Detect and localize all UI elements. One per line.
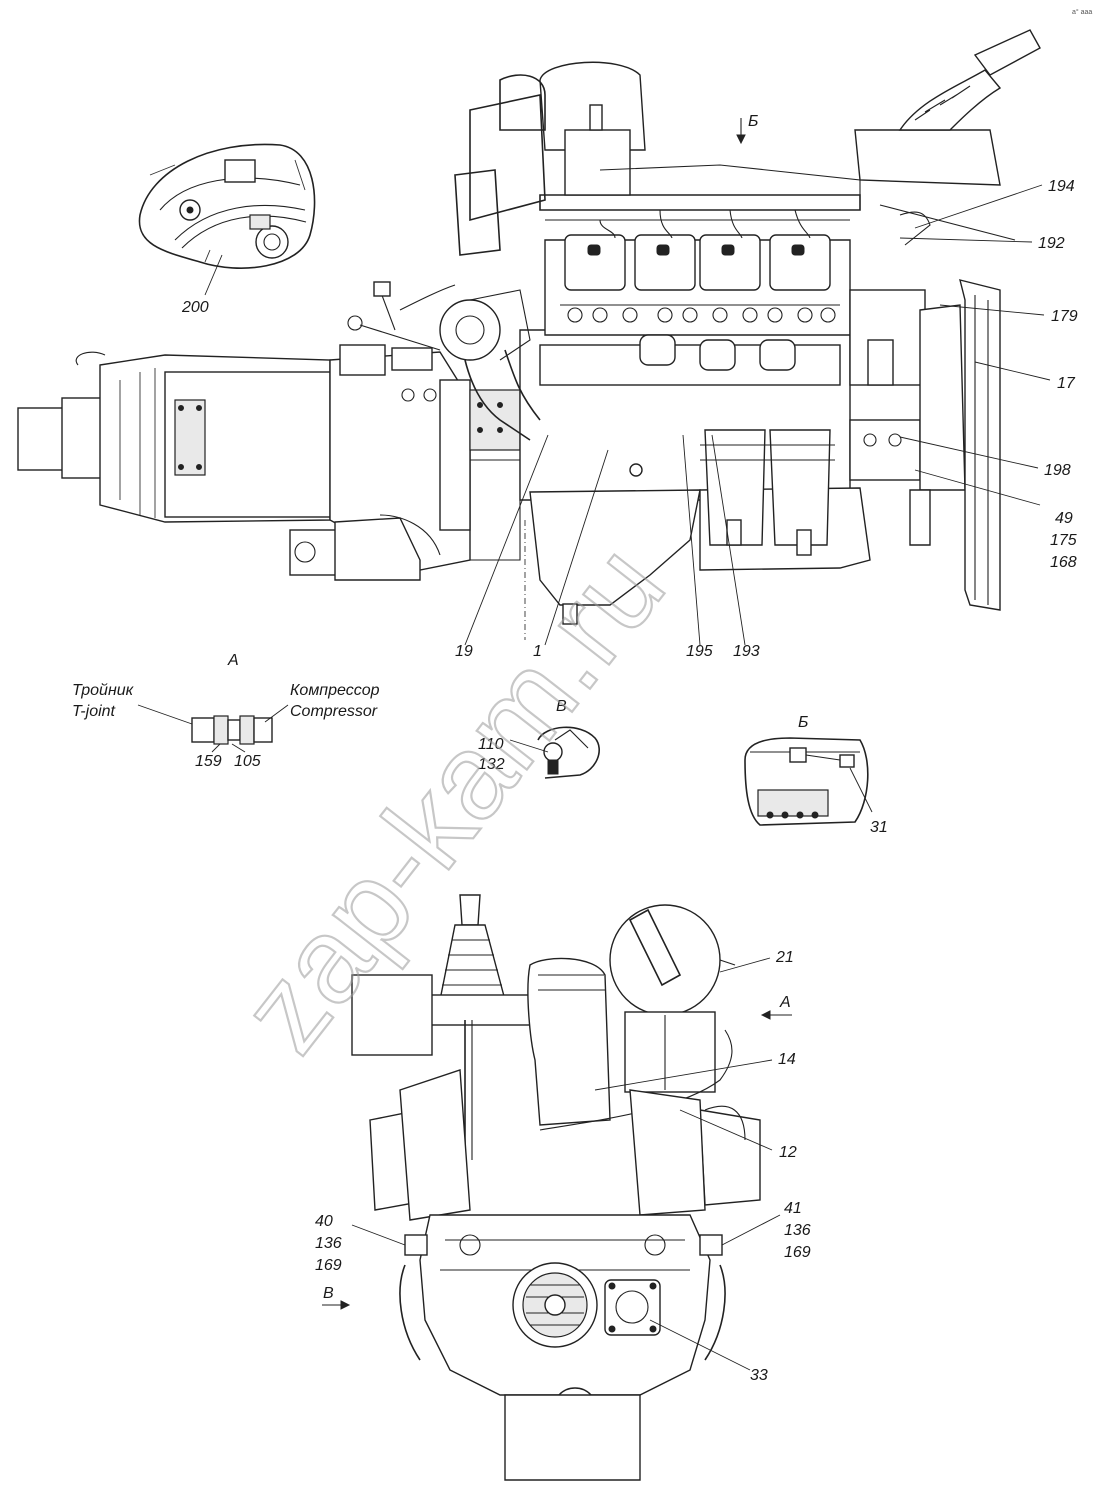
turbocharger	[439, 299, 501, 361]
label-195: 195	[686, 643, 713, 660]
fan-shroud	[959, 279, 1001, 611]
label-168: 168	[1050, 554, 1077, 571]
tee-label-en: T-joint	[72, 703, 116, 720]
arrow-v-front-label: В	[323, 1285, 334, 1302]
fuel-filter-1	[704, 429, 766, 546]
front-view-leaders	[351, 957, 781, 1371]
label-159: 159	[195, 753, 222, 770]
corner-mark: а° ааа	[1072, 8, 1092, 16]
view-v-title: В	[556, 698, 567, 715]
engine-front-view	[351, 894, 761, 1481]
injector-row	[560, 234, 840, 323]
label-179: 179	[1051, 308, 1078, 325]
tee-label-ru: Тройник	[72, 682, 135, 699]
front-flange	[604, 1279, 661, 1336]
front-air-cleaner	[609, 904, 721, 1016]
arrow-a-front-label: А	[779, 994, 791, 1011]
label-110: 110	[478, 736, 504, 753]
label-105: 105	[234, 753, 261, 770]
label-193: 193	[733, 643, 760, 660]
arrow-b-label: Б	[748, 113, 758, 130]
label-40: 40	[315, 1213, 333, 1230]
detail-b-connector	[744, 737, 873, 826]
label-19: 19	[455, 643, 473, 660]
label-21: 21	[775, 949, 794, 966]
label-136-right: 136	[784, 1222, 811, 1239]
label-14: 14	[778, 1051, 796, 1068]
engine-side-view	[17, 29, 1041, 640]
view-b-title: Б	[798, 714, 808, 731]
label-194: 194	[1048, 178, 1075, 195]
label-136-left: 136	[315, 1235, 342, 1252]
label-31: 31	[870, 819, 888, 836]
detail-v-sensor	[509, 726, 600, 779]
view-arrow-v-front	[322, 1300, 351, 1310]
label-198: 198	[1044, 462, 1071, 479]
view-a-title: А	[227, 652, 239, 669]
output-flange	[17, 407, 69, 471]
label-49: 49	[1055, 510, 1073, 527]
label-169-left: 169	[315, 1257, 342, 1274]
air-duct	[527, 957, 611, 1126]
view-arrow-a-front	[760, 1010, 792, 1020]
detail-a-fitting	[137, 704, 289, 753]
view-arrow-b-top	[736, 118, 746, 145]
front-oil-pan	[504, 1394, 641, 1481]
label-169-right: 169	[784, 1244, 811, 1261]
oil-pan	[529, 489, 701, 606]
front-shift-knob	[459, 894, 481, 926]
label-41: 41	[784, 1200, 802, 1217]
label-132: 132	[478, 756, 505, 773]
compressor-label-en: Compressor	[290, 703, 378, 720]
label-192: 192	[1038, 235, 1065, 252]
label-200: 200	[181, 299, 209, 316]
shift-base	[854, 129, 1001, 186]
leader-200	[204, 254, 223, 296]
side-view-leaders	[464, 184, 1051, 646]
label-17: 17	[1057, 375, 1076, 392]
label-1: 1	[533, 643, 542, 660]
fuel-filter-2	[769, 429, 831, 546]
shift-knob	[973, 29, 1041, 76]
label-175: 175	[1050, 532, 1077, 549]
belt-detail-inset	[138, 143, 316, 269]
compressor-label-ru: Компрессор	[290, 682, 380, 699]
label-33: 33	[750, 1367, 768, 1384]
label-12: 12	[779, 1144, 797, 1161]
